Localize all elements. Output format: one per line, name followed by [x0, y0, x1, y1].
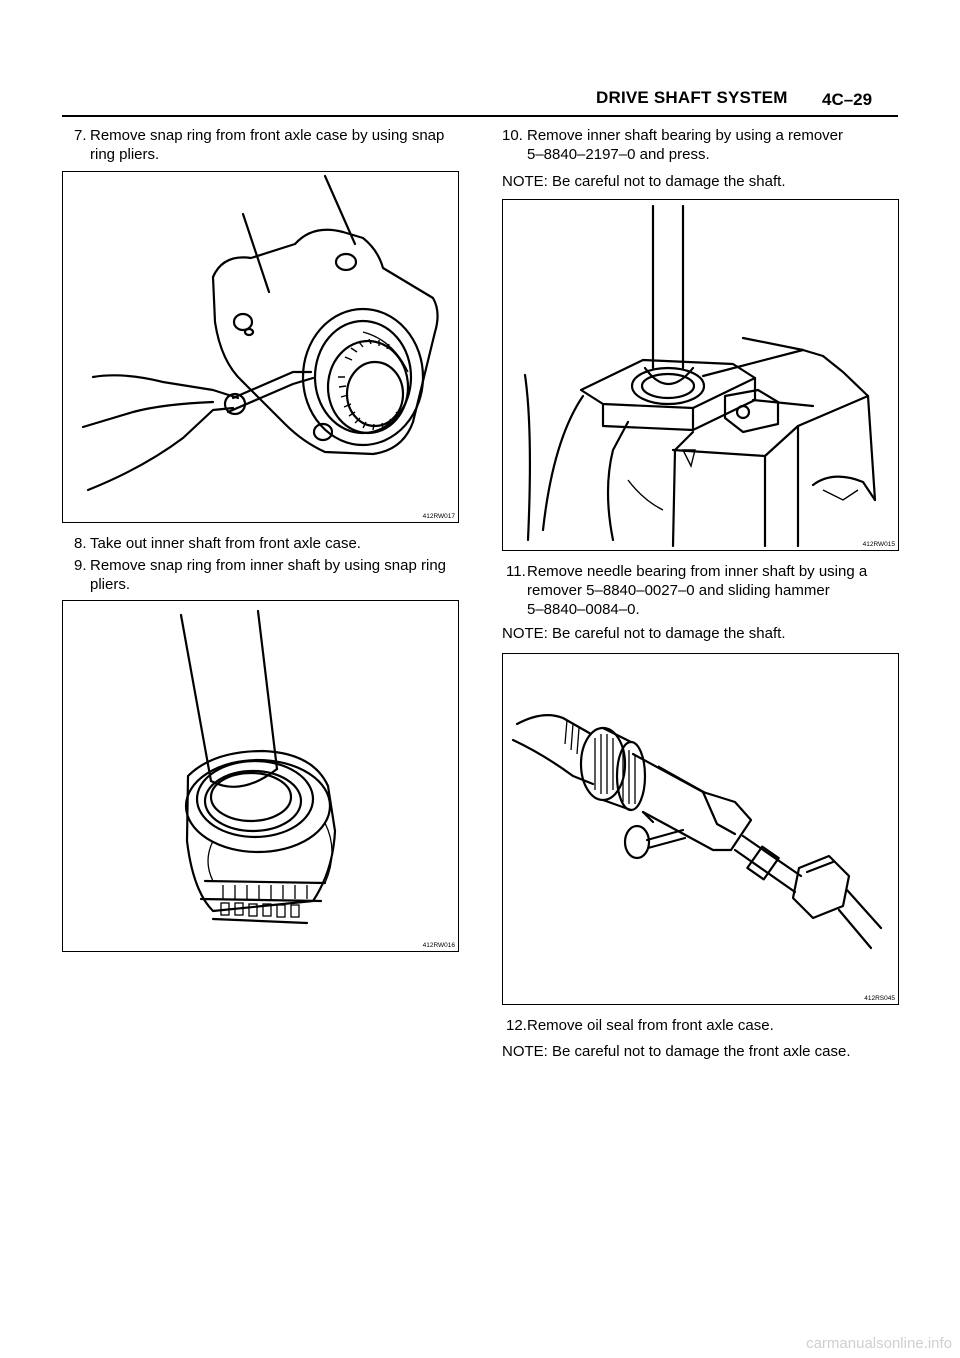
step-text-line2: 5–8840–2197–0 and press. — [527, 146, 710, 163]
step-number: 11. — [506, 563, 526, 580]
step-8: 8. Take out inner shaft from front axle … — [74, 534, 464, 554]
step-7: 7. Remove snap ring from front axle case… — [74, 126, 464, 166]
note-2: NOTE: Be careful not to damage the shaft… — [502, 625, 786, 642]
step-number: 12. — [506, 1017, 527, 1034]
step-text-line1: Take out inner shaft from front axle cas… — [90, 535, 361, 552]
step-11: 11. Remove needle bearing from inner sha… — [506, 562, 898, 622]
step-9: 9. Remove snap ring from inner shaft by … — [74, 556, 464, 596]
step-12: 12. Remove oil seal from front axle case… — [506, 1016, 898, 1036]
step-number: 7. — [74, 127, 87, 144]
step-text-line2: ring pliers. — [90, 146, 160, 163]
step-number: 8. — [74, 535, 87, 552]
step-number: 10. — [502, 127, 523, 144]
figure-code: 412RW017 — [422, 513, 455, 520]
note-1: NOTE: Be careful not to damage the shaft… — [502, 173, 786, 190]
section-title: DRIVE SHAFT SYSTEM — [596, 88, 788, 107]
snap-ring-pliers-axle-case-illustration — [81, 174, 439, 492]
needle-bearing-sliding-hammer-illustration — [511, 713, 883, 950]
page-number: 4C–29 — [822, 90, 873, 109]
step-text-line3: 5–8840–0084–0. — [527, 601, 640, 618]
step-text-line1: Remove oil seal from front axle case. — [527, 1017, 774, 1034]
note-3: NOTE: Be careful not to damage the front… — [502, 1043, 851, 1060]
step-text-line1: Remove needle bearing from inner shaft b… — [527, 563, 868, 580]
figure-needle-bearing-sliding-hammer: 412RS045 — [502, 653, 899, 1005]
step-text-line2: remover 5–8840–0027–0 and sliding hammer — [527, 582, 830, 599]
step-text-line1: Remove snap ring from inner shaft by usi… — [90, 557, 447, 574]
step-10: 10. Remove inner shaft bearing by using … — [502, 126, 898, 166]
step-text-line1: Remove snap ring from front axle case by… — [90, 127, 445, 144]
figure-bearing-remover-press: 412RW015 — [502, 199, 899, 551]
step-text-line2: pliers. — [90, 576, 131, 593]
watermark: carmanualsonline.info — [806, 1335, 952, 1352]
inner-shaft-snap-ring-illustration — [179, 609, 337, 925]
figure-code: 412RS045 — [864, 995, 895, 1002]
figure-snap-ring-pliers: 412RW017 — [62, 171, 459, 523]
step-text-line1: Remove inner shaft bearing by using a re… — [527, 127, 843, 144]
figure-inner-shaft-snap-ring: 412RW016 — [62, 600, 459, 952]
figure-code: 412RW016 — [422, 942, 455, 949]
step-number: 9. — [74, 557, 87, 574]
header-rule — [62, 115, 898, 117]
figure-code: 412RW015 — [862, 541, 895, 548]
bearing-remover-press-illustration — [523, 204, 877, 548]
